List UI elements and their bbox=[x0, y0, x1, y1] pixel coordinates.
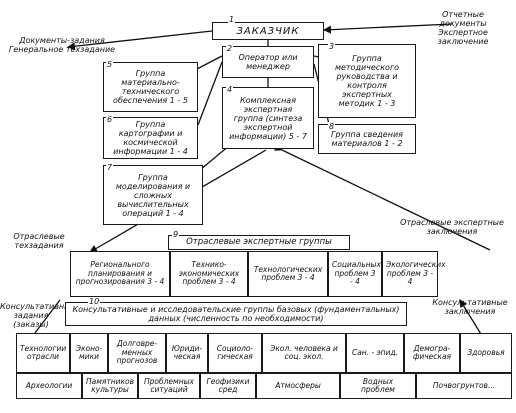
base-group-atmosphere-label: Атмосферы bbox=[275, 380, 321, 390]
node-modelling-group: Группа моделирования и сложных вычислите… bbox=[103, 165, 203, 225]
node-cartography-num: 6 bbox=[106, 115, 114, 124]
node-logistics-group: Группа материально-технического обеспече… bbox=[103, 62, 198, 112]
sector-group-social: Социальных проблем 3 - 4 bbox=[328, 251, 382, 297]
base-group-geophysics-label: Геофизики сред bbox=[206, 376, 250, 394]
node-modelling-label: Группа моделирования и сложных вычислите… bbox=[115, 172, 191, 218]
node-sector-groups-num: 9 bbox=[172, 230, 180, 239]
base-group-geophysics: Геофизики сред bbox=[200, 373, 256, 399]
base-group-atmosphere: Атмосферы bbox=[256, 373, 340, 399]
node-logistics-num: 5 bbox=[106, 60, 114, 69]
node-logistics-label: Группа материально-технического обеспече… bbox=[113, 69, 188, 105]
base-group-longterm-label: Долговре-менных прогнозов bbox=[116, 339, 158, 366]
base-group-demography-label: Демогра-фическая bbox=[412, 343, 452, 361]
base-group-human-ecology: Экол. человека и соц. экол. bbox=[262, 333, 346, 373]
node-complex-label: Комплексная экспертная группа (синтеза э… bbox=[229, 95, 307, 141]
base-group-soils-label: Почвогрунтов... bbox=[432, 380, 496, 390]
sector-group-regional: Регионального планирования и прогнозиров… bbox=[70, 251, 170, 297]
base-group-water-label: Водных проблем bbox=[361, 376, 395, 394]
link-operator-g6 bbox=[197, 61, 223, 126]
node-methodology-group: Группа методического руководства и контр… bbox=[318, 44, 416, 118]
node-customer-label: ЗАКАЗЧИК bbox=[236, 25, 300, 37]
link-operator-g5 bbox=[194, 55, 223, 71]
base-group-soils: Почвогрунтов... bbox=[416, 373, 512, 399]
base-group-legal-label: Юриди-ческая bbox=[171, 343, 203, 361]
node-customer: ЗАКАЗЧИК bbox=[212, 22, 324, 40]
base-group-legal: Юриди-ческая bbox=[166, 333, 208, 373]
base-group-monuments: Памятников культуры bbox=[82, 373, 138, 399]
label-docs-left: Документы-задания Генеральное техзадание bbox=[8, 36, 116, 54]
node-operator: Оператор или менеджер bbox=[222, 46, 314, 78]
node-consultative-title: Консультативные и исследовательские груп… bbox=[72, 305, 400, 323]
label-sector-tz: Отраслевые техзадания bbox=[13, 232, 65, 250]
node-materials-label: Группа сведения материалов 1 - 2 bbox=[331, 130, 403, 148]
base-group-archaeology-label: Археологии bbox=[25, 380, 73, 390]
sector-group-techeco: Технико-экономических проблем 3 - 4 bbox=[170, 251, 248, 297]
base-group-monuments-label: Памятников культуры bbox=[85, 376, 135, 394]
base-group-problem-situations: Проблемных ситуаций bbox=[138, 373, 200, 399]
base-group-health: Здоровья bbox=[460, 333, 512, 373]
node-operator-num: 2 bbox=[226, 44, 234, 53]
arrow-report-to-customer bbox=[323, 23, 453, 34]
base-group-water: Водных проблем bbox=[340, 373, 416, 399]
base-group-tech-label: Технологии отрасли bbox=[20, 343, 67, 361]
base-group-sanitary-label: Сан. - эпид. bbox=[351, 347, 399, 357]
sector-group-eco: Экологических проблем 3 - 4 bbox=[382, 251, 446, 297]
base-group-problem-situations-label: Проблемных ситуаций bbox=[144, 376, 194, 394]
sector-group-tech-label: Технологических проблем 3 - 4 bbox=[253, 264, 323, 282]
base-group-health-label: Здоровья bbox=[467, 347, 505, 357]
sector-group-regional-label: Регионального планирования и прогнозиров… bbox=[75, 260, 165, 287]
node-consultative-header: Консультативные и исследовательские груп… bbox=[65, 302, 407, 326]
node-sector-groups-title: Отраслевые экспертные группы bbox=[186, 237, 332, 247]
base-group-demography: Демогра-фическая bbox=[404, 333, 460, 373]
base-group-human-ecology-label: Экол. человека и соц. экол. bbox=[270, 343, 338, 361]
base-group-sociology-label: Социоло-гическая bbox=[216, 343, 254, 361]
base-group-economics-label: Эконо-мики bbox=[75, 343, 103, 361]
base-group-sociology: Социоло-гическая bbox=[208, 333, 262, 373]
arrow-sector-concl bbox=[273, 143, 491, 251]
node-customer-num: 1 bbox=[228, 15, 236, 24]
label-consult-concl: Консультативные заключения bbox=[432, 298, 508, 316]
node-cartography-group: Группа картографии и космической информа… bbox=[103, 117, 198, 159]
sector-group-social-label: Социальных проблем 3 - 4 bbox=[332, 260, 381, 287]
node-cartography-label: Группа картографии и космической информа… bbox=[113, 120, 188, 156]
label-sector-concl: Отраслевые экспертные заключения bbox=[400, 218, 504, 236]
node-operator-label: Оператор или менеджер bbox=[238, 53, 298, 71]
base-group-economics: Эконо-мики bbox=[70, 333, 108, 373]
label-docs-right: Отчетные документы Экспертное заключение bbox=[437, 10, 489, 46]
sector-group-tech: Технологических проблем 3 - 4 bbox=[248, 251, 328, 297]
base-group-archaeology: Археологии bbox=[16, 373, 82, 399]
label-consult-tasks: Консультативные задания (заказы) bbox=[0, 302, 76, 329]
node-methodology-label: Группа методического руководства и контр… bbox=[334, 54, 400, 108]
sector-group-eco-label: Экологических проблем 3 - 4 bbox=[386, 260, 446, 287]
base-group-longterm: Долговре-менных прогнозов bbox=[108, 333, 166, 373]
node-sector-groups-header: Отраслевые экспертные группы bbox=[168, 235, 350, 250]
node-materials-num: 8 bbox=[328, 122, 336, 131]
arrow-customer-docs bbox=[67, 30, 213, 51]
base-group-sanitary: Сан. - эпид. bbox=[346, 333, 404, 373]
node-consultative-num: 10 bbox=[88, 297, 101, 306]
node-modelling-num: 7 bbox=[106, 163, 114, 172]
node-methodology-num: 3 bbox=[328, 42, 336, 51]
node-complex-group: Комплексная экспертная группа (синтеза э… bbox=[222, 87, 314, 149]
base-group-tech: Технологии отрасли bbox=[16, 333, 70, 373]
node-complex-num: 4 bbox=[226, 85, 234, 94]
sector-group-techeco-label: Технико-экономических проблем 3 - 4 bbox=[178, 260, 240, 287]
